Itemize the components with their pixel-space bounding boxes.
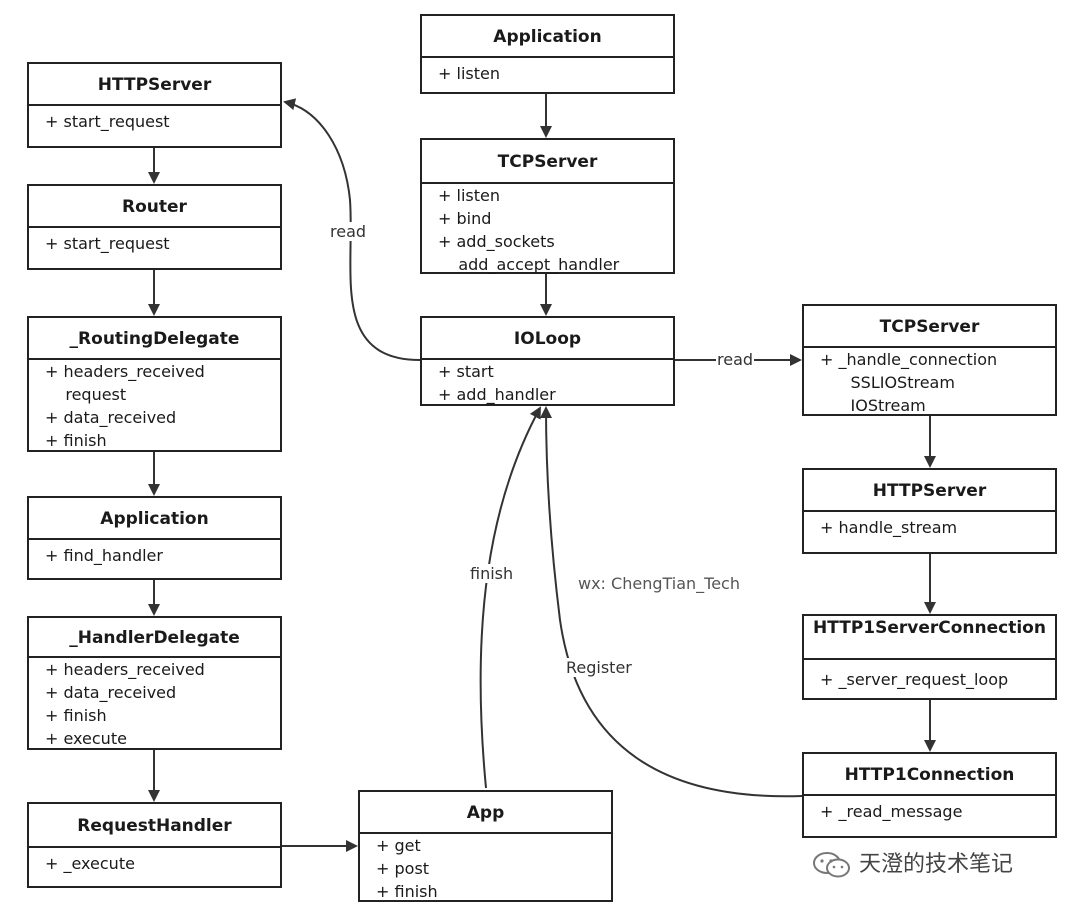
edge-label-read-right: read xyxy=(716,350,755,369)
box-title: HTTP1Connection xyxy=(804,754,1055,796)
member: + start xyxy=(438,362,494,381)
http1-server-connection-box: HTTP1ServerConnection + _server_request_… xyxy=(802,614,1057,700)
watermark-text: 天澄的技术笔记 xyxy=(859,852,1014,877)
member: + get xyxy=(376,836,421,855)
member: + headers_received xyxy=(45,362,205,381)
box-title: Router xyxy=(29,186,280,228)
edge-label-finish: finish xyxy=(470,564,514,583)
app-box: App + get + post + finish xyxy=(358,790,613,902)
member: + bind xyxy=(438,209,492,228)
box-title: _RoutingDelegate xyxy=(29,318,280,360)
member: add_accept_handler xyxy=(438,255,620,274)
arrow-h1c-register-to-ioloop xyxy=(540,406,803,798)
box-title: HTTPServer xyxy=(29,64,280,106)
httpserver-right-box: HTTPServer + handle_stream xyxy=(802,468,1057,554)
member: SSLIOStream xyxy=(820,373,955,392)
application-left-box: Application + find_handler xyxy=(27,496,282,580)
member: + _handle_connection xyxy=(820,350,998,369)
member: + start_request xyxy=(45,112,170,131)
member: + listen xyxy=(438,186,500,205)
wechat-icon xyxy=(813,852,850,878)
box-title: TCPServer xyxy=(422,140,673,184)
member: + add_sockets xyxy=(438,232,555,251)
watermark: 天澄的技术笔记 xyxy=(812,846,1013,879)
member: + headers_received xyxy=(45,660,205,679)
box-title: _HandlerDelegate xyxy=(29,618,280,658)
member: + listen xyxy=(438,64,500,83)
box-title: App xyxy=(360,792,611,834)
edge-label-register: Register xyxy=(566,658,632,677)
edge-label-read-left: read xyxy=(330,222,367,241)
member: + find_handler xyxy=(45,546,163,565)
member: IOStream xyxy=(820,396,926,415)
routing-delegate-box: _RoutingDelegate + headers_received requ… xyxy=(27,316,282,452)
member: + post xyxy=(376,859,430,878)
member: + finish xyxy=(45,431,107,450)
member: + handle_stream xyxy=(820,518,958,537)
credit-label: wx: ChengTian_Tech xyxy=(578,574,740,593)
application-top-box: Application + listen xyxy=(420,14,675,94)
router-box: Router + start_request xyxy=(27,184,282,270)
tcpserver-right-box: TCPServer + _handle_connection SSLIOStre… xyxy=(802,304,1057,416)
member: + data_received xyxy=(45,408,177,427)
member: + _read_message xyxy=(820,802,963,821)
member: + add_handler xyxy=(438,385,556,404)
member: request xyxy=(45,385,127,404)
member: + finish xyxy=(376,882,438,901)
box-title: RequestHandler xyxy=(29,804,280,848)
box-title: HTTPServer xyxy=(804,470,1055,512)
box-title: Application xyxy=(29,498,280,540)
member: + _server_request_loop xyxy=(820,670,1009,689)
http1-connection-box: HTTP1Connection + _read_message xyxy=(802,752,1057,838)
box-title: Application xyxy=(422,16,673,58)
tcpserver-top-box: TCPServer + listen + bind + add_sockets … xyxy=(420,138,675,274)
member: + execute xyxy=(45,729,127,748)
httpserver-left-box: HTTPServer + start_request xyxy=(27,62,282,148)
member: + finish xyxy=(45,706,107,725)
request-handler-box: RequestHandler + _execute xyxy=(27,802,282,888)
member: + data_received xyxy=(45,683,177,702)
ioloop-box: IOLoop + start + add_handler xyxy=(420,316,675,406)
arrow-app-finish-to-ioloop xyxy=(479,406,541,789)
member: + _execute xyxy=(45,854,135,873)
box-title: TCPServer xyxy=(804,306,1055,348)
box-title: HTTP1ServerConnection xyxy=(804,616,1055,660)
member: + start_request xyxy=(45,234,170,253)
handler-delegate-box: _HandlerDelegate + headers_received + da… xyxy=(27,616,282,750)
arrow-ioloop-read-to-httpserver xyxy=(283,98,421,361)
box-title: IOLoop xyxy=(422,318,673,360)
